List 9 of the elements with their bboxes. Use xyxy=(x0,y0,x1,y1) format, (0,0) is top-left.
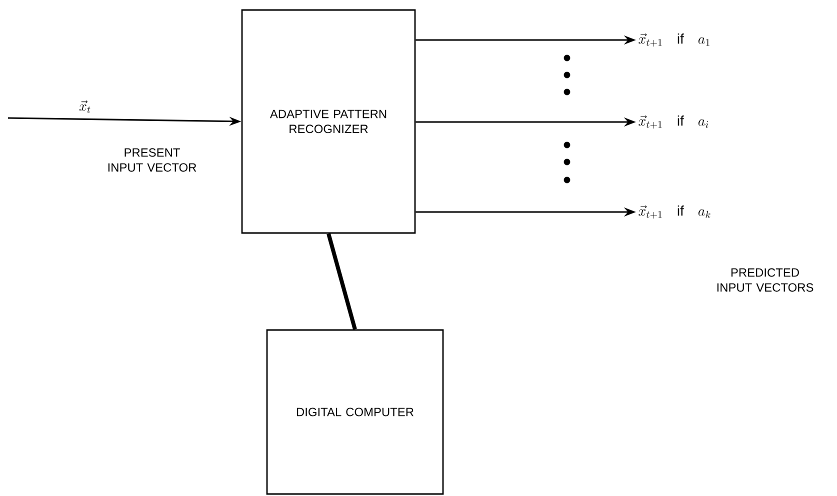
connector-line xyxy=(326,233,357,330)
caption-text: PRESENT INPUT VECTOR xyxy=(108,148,196,172)
output-formula: $\vec{x}_{t+1}\quad\mathrm{if}\quad a_i$ xyxy=(638,115,708,129)
edge-label: $\vec{x}_t$ xyxy=(79,100,90,113)
process-box: DIGITAL COMPUTER xyxy=(266,329,444,495)
output-formula: $\vec{x}_{t+1}\quad\mathrm{if}\quad a_k$ xyxy=(638,205,710,219)
process-box: ADAPTIVE PATTERN RECOGNIZER xyxy=(241,9,416,234)
caption-text: PREDICTED INPUT VECTORS xyxy=(717,268,814,292)
output-formula: $\vec{x}_{t+1}\quad\mathrm{if}\quad a_1$ xyxy=(638,33,710,47)
